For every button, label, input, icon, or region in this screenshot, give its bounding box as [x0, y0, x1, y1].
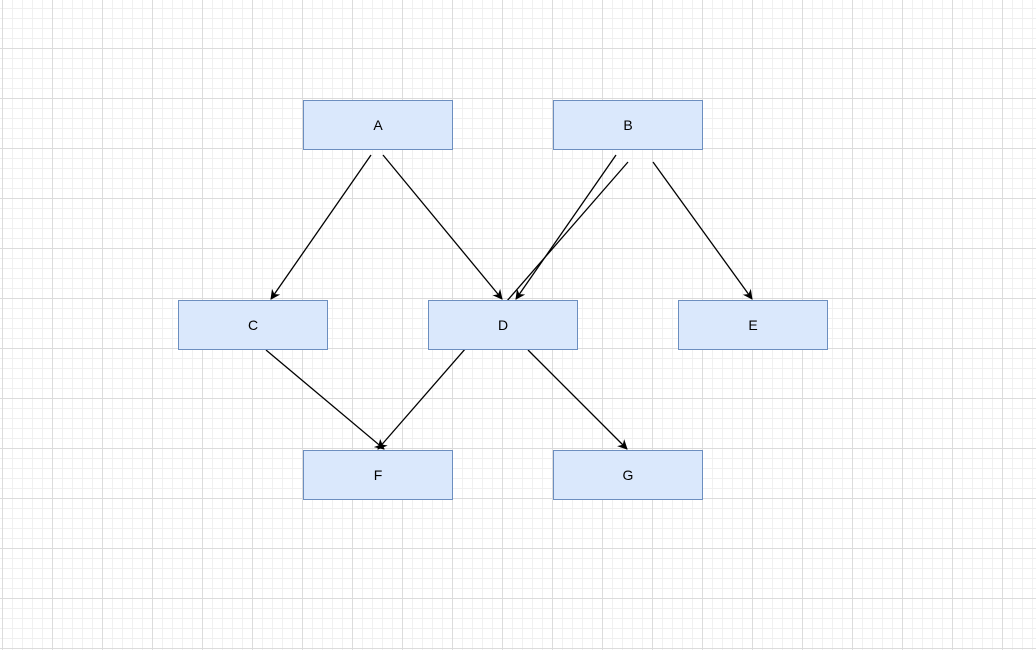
node-d[interactable]: D — [428, 300, 578, 350]
edge-c-to-f[interactable] — [265, 349, 385, 450]
node-c-label: C — [247, 317, 259, 333]
node-e-label: E — [748, 317, 758, 333]
node-f-label: F — [373, 467, 383, 483]
edge-b-to-d[interactable] — [515, 154, 617, 300]
edge-b-to-e[interactable] — [652, 161, 753, 300]
node-d-label: D — [497, 317, 509, 333]
node-c[interactable]: C — [178, 300, 328, 350]
edge-d-to-g[interactable] — [527, 349, 628, 450]
node-g-label: G — [622, 467, 634, 483]
node-e[interactable]: E — [678, 300, 828, 350]
node-b-label: B — [623, 117, 633, 133]
edge-a-to-d[interactable] — [382, 154, 503, 300]
node-a-label: A — [373, 117, 383, 133]
edge-a-to-c[interactable] — [270, 154, 372, 300]
node-g[interactable]: G — [553, 450, 703, 500]
node-a[interactable]: A — [303, 100, 453, 150]
node-b[interactable]: B — [553, 100, 703, 150]
node-f[interactable]: F — [303, 450, 453, 500]
